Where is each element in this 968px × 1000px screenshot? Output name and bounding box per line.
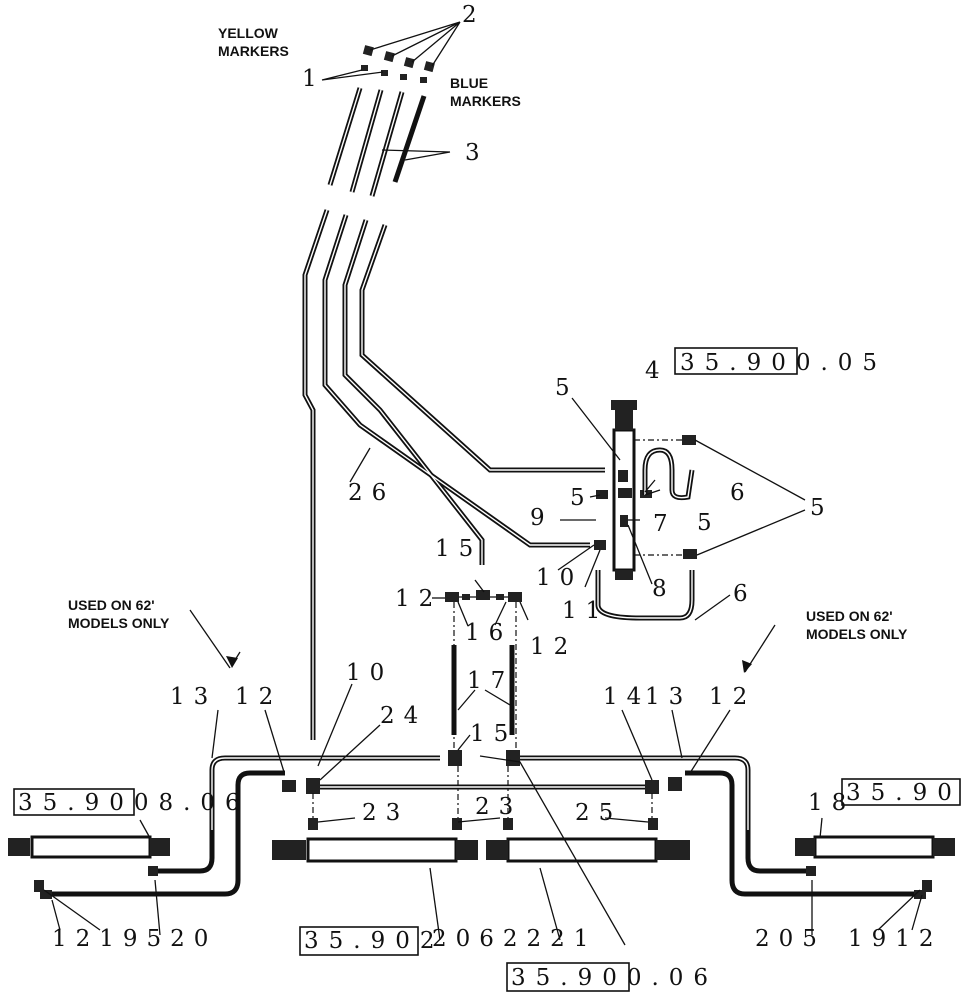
callout-10b: 10 [346, 660, 393, 686]
note-used-left-2: MODELS ONLY [68, 615, 170, 631]
callout-5d: 5 [697, 510, 721, 536]
ref-left: 35.9008.06 [18, 790, 250, 816]
main-hoses [302, 209, 605, 740]
callout-23b: 23 [475, 794, 522, 820]
callout-16: 16 [465, 620, 512, 646]
callout-11: 11 [562, 598, 609, 624]
ref-box-top-right [674, 347, 798, 375]
callout-13b: 13 [645, 684, 692, 710]
note-used-left-1: USED ON 62' [68, 597, 155, 613]
callout-row-bottom-right: 205 [755, 926, 826, 952]
callout-24: 24 [380, 703, 427, 729]
arrowhead-right [742, 660, 752, 673]
marker-caps [361, 45, 435, 83]
center-tee-group [445, 590, 522, 760]
callout-14: 14 [603, 684, 650, 710]
callout-7: 7 [653, 511, 677, 537]
ref-bottom: 35.900.06 [511, 965, 718, 991]
callout-row-bottom-right-2: 1912 [848, 926, 943, 952]
callout-12b: 12 [530, 634, 577, 660]
note-used-right-1: USED ON 62' [806, 608, 893, 624]
ref-box-bottom [506, 962, 630, 992]
callout-1: 1 [302, 66, 326, 92]
arrowhead-left [226, 656, 238, 668]
manifold-lines [209, 750, 751, 850]
cylinder-left [8, 830, 241, 899]
callout-row-bottom-left: 1219520 [52, 926, 217, 952]
callout-5c: 5 [570, 485, 594, 511]
leader-lines [43, 21, 923, 946]
callout-13a: 13 [170, 684, 217, 710]
ref-box-left [13, 788, 135, 816]
callout-4: 4 [645, 358, 669, 384]
callout-6b: 6 [733, 581, 757, 607]
ref-top-right: 35.900.05 [680, 350, 887, 376]
callout-3: 3 [465, 140, 489, 166]
ref-right: 35.90 [846, 780, 962, 806]
callout-25: 25 [575, 800, 622, 826]
callout-2: 2 [462, 2, 486, 28]
callout-17: 17 [467, 668, 514, 694]
cylinder-right [729, 830, 955, 899]
callout-12a: 12 [395, 586, 442, 612]
note-blue-1: BLUE [450, 75, 488, 91]
callout-9: 9 [530, 505, 554, 531]
cylinder-center-right [486, 818, 690, 863]
callout-5b: 5 [810, 495, 834, 521]
note-blue-2: MARKERS [450, 93, 521, 109]
cylinder-center-left [272, 818, 478, 863]
ref-box-right [841, 778, 961, 806]
callout-5a: 5 [555, 375, 579, 401]
callout-26: 26 [348, 480, 395, 506]
callout-15a: 15 [435, 536, 482, 562]
valve-assembly [594, 400, 697, 621]
ref-box-bottom-center [299, 926, 419, 956]
callout-row-bottom-center: 2062221 [432, 926, 597, 952]
callout-10a: 10 [536, 565, 583, 591]
callout-18: 18 [808, 790, 855, 816]
note-yellow-1: YELLOW [218, 25, 279, 41]
callout-12d: 12 [709, 684, 756, 710]
note-used-right-2: MODELS ONLY [806, 626, 908, 642]
callout-8: 8 [652, 576, 676, 602]
callout-23a: 23 [362, 800, 409, 826]
callout-15b: 15 [470, 721, 517, 747]
callout-12c: 12 [235, 684, 282, 710]
ref-bottom-center: 35.902 [304, 928, 444, 954]
marker-hoses-upper [327, 87, 427, 197]
note-yellow-2: MARKERS [218, 43, 289, 59]
callout-6a: 6 [730, 480, 754, 506]
